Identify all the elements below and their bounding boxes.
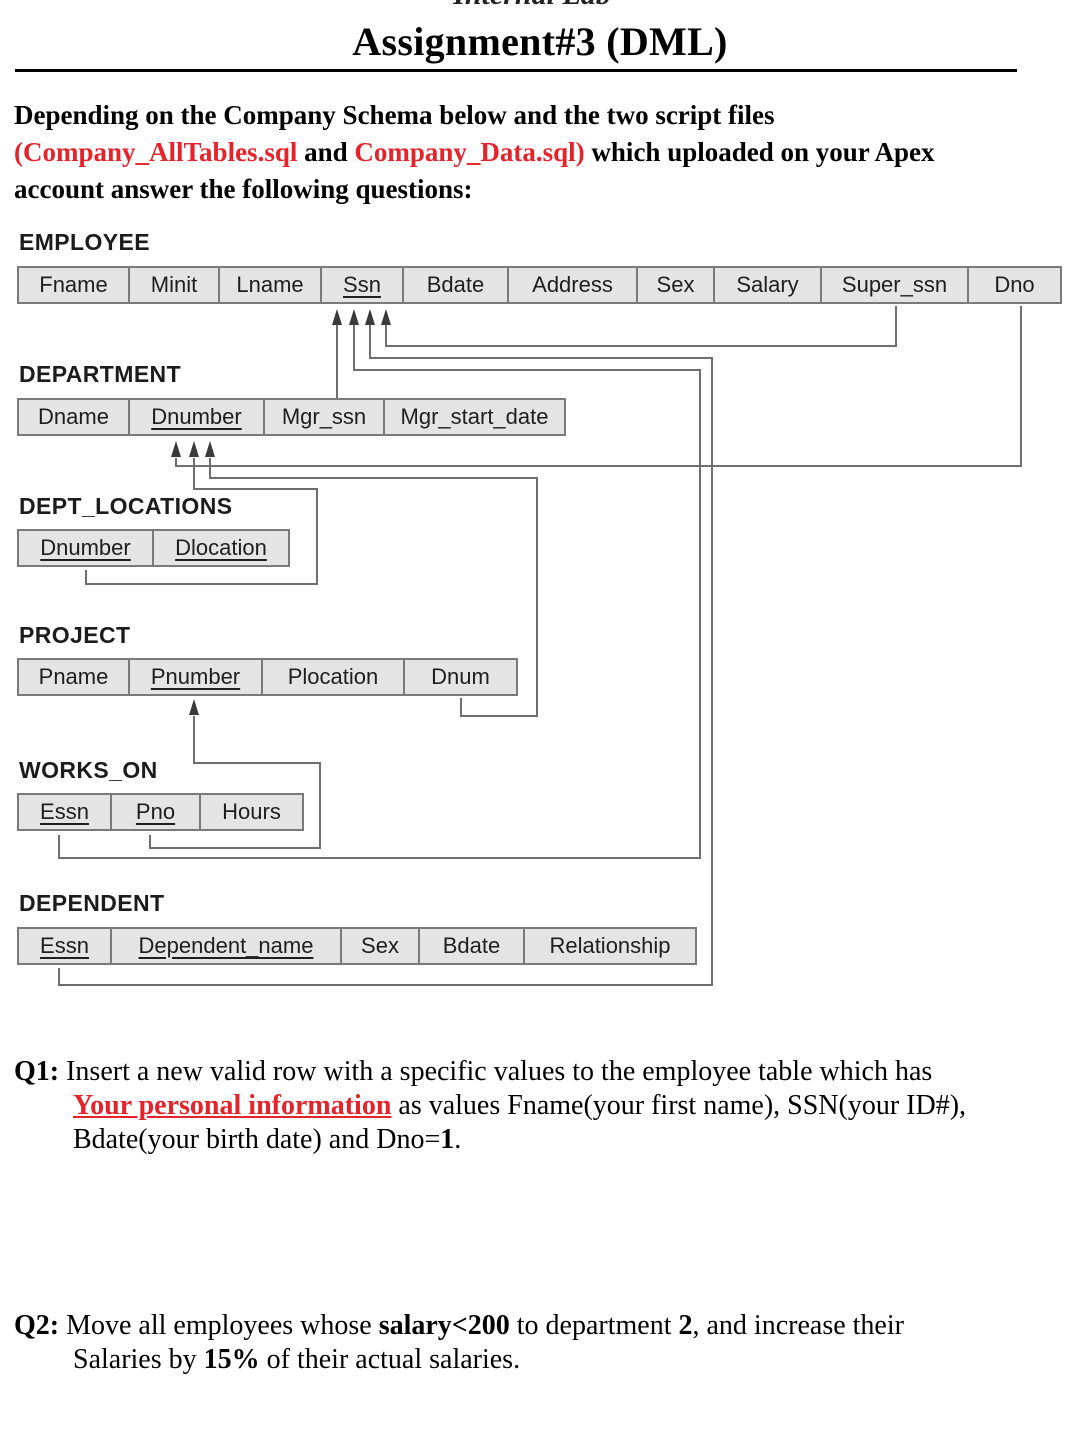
employee-table-label: EMPLOYEE bbox=[19, 229, 151, 255]
project-table: Pname Pnumber Plocation Dnum bbox=[17, 658, 518, 696]
dependent-col-sex: Sex bbox=[342, 929, 420, 963]
employee-col-ssn: Ssn bbox=[322, 268, 404, 302]
script-file-data: Company_Data.sql) bbox=[354, 137, 585, 167]
script-file-tables: Company_AllTables.sql bbox=[23, 137, 298, 167]
employee-col-dno: Dno bbox=[994, 272, 1035, 297]
dependent-table: Essn Dependent_name Sex Bdate Relationsh… bbox=[17, 927, 697, 965]
intro-paren: ( bbox=[14, 137, 23, 167]
employee-table: Fname Minit Lname Ssn Bdate Address Sex … bbox=[17, 266, 1062, 304]
question-2-line-2a: Salaries by bbox=[73, 1344, 204, 1375]
dept-locations-table: Dnumber Dlocation bbox=[17, 529, 290, 567]
question-2-line-1e: , and increase their bbox=[692, 1310, 904, 1341]
arrowhead-dnumber-1 bbox=[171, 441, 181, 457]
dependent-col-relationship: Relationship bbox=[549, 933, 671, 958]
project-col-pnumber: Pnumber bbox=[130, 660, 263, 694]
department-table-label: DEPARTMENT bbox=[19, 361, 182, 387]
question-2-percent-value: 15% bbox=[203, 1344, 260, 1375]
question-2-salary-condition: salary<200 bbox=[378, 1310, 510, 1341]
works-on-table-label: WORKS_ON bbox=[19, 757, 158, 783]
personal-information-link[interactable]: Your personal information bbox=[73, 1090, 392, 1121]
fk-super-ssn-line bbox=[385, 306, 897, 347]
department-table: Dname Dnumber Mgr_ssn Mgr_start_date bbox=[17, 398, 566, 436]
question-1-dno-value: 1 bbox=[440, 1124, 455, 1155]
question-1-line-3a: Bdate(your birth date) and Dno= bbox=[73, 1124, 441, 1155]
employee-col-super-ssn: Super_ssn bbox=[822, 268, 969, 302]
works-on-col-essn: Essn bbox=[19, 795, 112, 829]
question-1: Q1: Insert a new valid row with a specif… bbox=[14, 1055, 1034, 1157]
intro-text-3: account answer the following questions: bbox=[14, 174, 473, 204]
fk-pno-line bbox=[149, 716, 321, 849]
page-title: Assignment#3 (DML) bbox=[352, 19, 728, 64]
foreign-key-arrows bbox=[58, 306, 1022, 986]
department-col-dnumber: Dnumber bbox=[130, 400, 265, 434]
question-1-line-2: as values Fname(your first name), SSN(yo… bbox=[391, 1090, 967, 1121]
employee-col-salary: Salary bbox=[715, 268, 822, 302]
page-header-fragment: Internal Lab bbox=[0, 0, 1072, 12]
intro-paragraph: Depending on the Company Schema below an… bbox=[14, 97, 1014, 208]
works-on-col-hours: Hours bbox=[222, 799, 281, 824]
department-col-mgr-start-date: Mgr_start_date bbox=[400, 404, 549, 429]
fk-project-dnum-line bbox=[209, 458, 538, 717]
arrowhead-dnumber-3 bbox=[205, 441, 215, 457]
arrowhead-pnumber bbox=[189, 699, 199, 715]
question-1-label: Q1: bbox=[14, 1056, 60, 1087]
employee-col-lname: Lname bbox=[220, 268, 322, 302]
dependent-table-label: DEPENDENT bbox=[19, 890, 165, 916]
project-table-label: PROJECT bbox=[19, 622, 131, 648]
works-on-col-pno: Pno bbox=[112, 795, 201, 829]
employee-col-sex: Sex bbox=[638, 268, 715, 302]
question-2-label: Q2: bbox=[14, 1310, 60, 1341]
question-2: Q2: Move all employees whose salary<200 … bbox=[14, 1309, 1034, 1377]
intro-and: and bbox=[297, 137, 355, 167]
employee-col-fname: Fname bbox=[19, 268, 130, 302]
dept-locations-col-dnumber: Dnumber bbox=[19, 531, 154, 565]
question-2-line-2c: of their actual salaries. bbox=[259, 1344, 521, 1375]
dept-locations-table-label: DEPT_LOCATIONS bbox=[19, 493, 233, 519]
employee-col-bdate: Bdate bbox=[404, 268, 509, 302]
project-col-dnum: Dnum bbox=[431, 664, 490, 689]
project-col-pname: Pname bbox=[19, 660, 130, 694]
question-2-line-1a: Move all employees whose bbox=[59, 1310, 379, 1341]
arrowhead-ssn-3 bbox=[365, 309, 375, 325]
arrowhead-ssn-2 bbox=[349, 309, 359, 325]
works-on-table: Essn Pno Hours bbox=[17, 793, 304, 831]
company-schema-diagram: EMPLOYEE Fname Minit Lname Ssn Bdate Add… bbox=[17, 229, 1062, 986]
dependent-col-essn: Essn bbox=[19, 929, 112, 963]
arrowhead-ssn-1 bbox=[332, 309, 342, 325]
fk-dept-locations-line bbox=[85, 458, 318, 585]
employee-col-address: Address bbox=[509, 268, 638, 302]
dept-locations-col-dlocation: Dlocation bbox=[175, 535, 267, 560]
question-1-line-3c: . bbox=[454, 1124, 462, 1155]
question-2-department-value: 2 bbox=[678, 1310, 693, 1341]
project-col-plocation: Plocation bbox=[263, 660, 405, 694]
dependent-col-bdate: Bdate bbox=[420, 929, 525, 963]
department-col-dname: Dname bbox=[19, 400, 130, 434]
fk-dno-line bbox=[175, 306, 1022, 467]
intro-text-2: which uploaded on your Apex bbox=[584, 137, 935, 167]
question-2-line-1c: to department bbox=[509, 1310, 679, 1341]
question-1-line-1: Insert a new valid row with a specific v… bbox=[59, 1056, 933, 1087]
dependent-col-dependent-name: Dependent_name bbox=[112, 929, 342, 963]
arrowhead-ssn-4 bbox=[381, 309, 391, 325]
intro-text-1: Depending on the Company Schema below an… bbox=[14, 100, 775, 130]
title-divider bbox=[15, 69, 1017, 72]
employee-col-minit: Minit bbox=[130, 268, 220, 302]
fk-works-on-essn-line bbox=[58, 318, 701, 859]
fk-dependent-essn-line bbox=[58, 318, 713, 986]
department-col-mgr-ssn: Mgr_ssn bbox=[265, 400, 385, 434]
arrowhead-dnumber-2 bbox=[189, 441, 199, 457]
